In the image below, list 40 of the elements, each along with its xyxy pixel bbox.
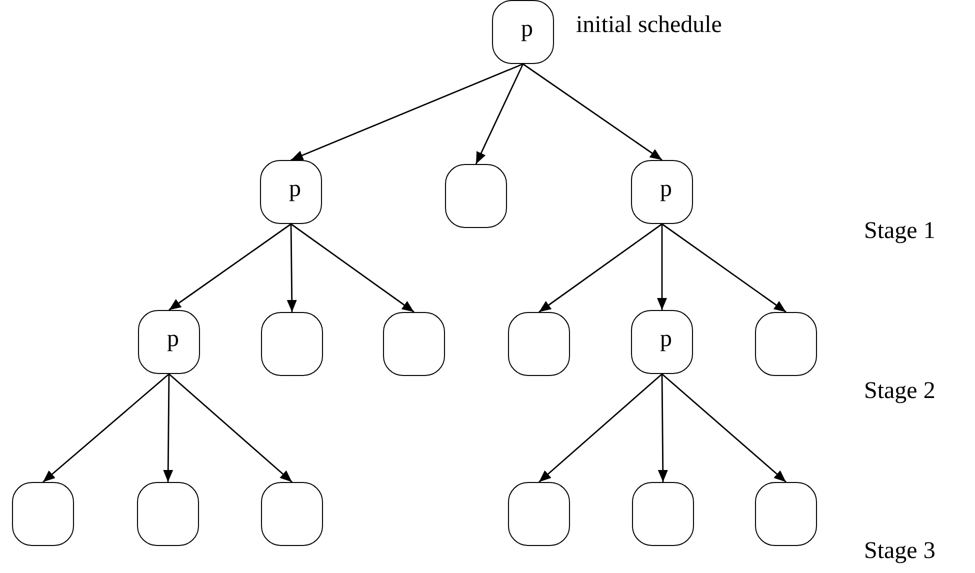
empty-state-box bbox=[445, 164, 507, 228]
arrow bbox=[475, 64, 524, 164]
state-box bbox=[138, 310, 200, 374]
empty-state-box bbox=[383, 312, 445, 376]
state-box bbox=[492, 0, 554, 64]
arrow bbox=[538, 223, 662, 313]
arrow bbox=[522, 63, 662, 161]
empty-state-box bbox=[261, 312, 323, 376]
empty-state-box bbox=[137, 482, 199, 546]
empty-state-box bbox=[12, 482, 74, 546]
node-label: p bbox=[167, 325, 179, 353]
arrow bbox=[168, 373, 292, 483]
arrow bbox=[662, 373, 786, 483]
arrow bbox=[290, 223, 414, 313]
arrow bbox=[657, 224, 667, 310]
node-label: p bbox=[521, 15, 533, 43]
arrow bbox=[538, 373, 662, 483]
empty-state-box bbox=[261, 482, 323, 546]
node-label: p bbox=[660, 175, 672, 203]
state-box bbox=[260, 160, 322, 224]
node-caption: initial schedule bbox=[576, 12, 722, 39]
stage-label: Stage 1 bbox=[864, 218, 936, 245]
arrow bbox=[42, 373, 170, 483]
state-box bbox=[631, 160, 693, 224]
arrow bbox=[658, 374, 668, 482]
empty-state-box bbox=[632, 482, 694, 546]
node-label: p bbox=[289, 175, 301, 203]
stage-label: Stage 3 bbox=[864, 538, 936, 565]
arrow bbox=[168, 223, 292, 311]
empty-state-box bbox=[755, 482, 817, 546]
arrow bbox=[290, 63, 524, 161]
arrow bbox=[662, 223, 786, 313]
empty-state-box bbox=[755, 312, 817, 376]
node-label: p bbox=[660, 325, 672, 353]
empty-state-box bbox=[508, 482, 570, 546]
arrow bbox=[286, 224, 297, 312]
arrow bbox=[163, 374, 174, 482]
empty-state-box bbox=[508, 312, 570, 376]
stage-label: Stage 2 bbox=[864, 378, 936, 405]
state-box bbox=[631, 310, 693, 374]
